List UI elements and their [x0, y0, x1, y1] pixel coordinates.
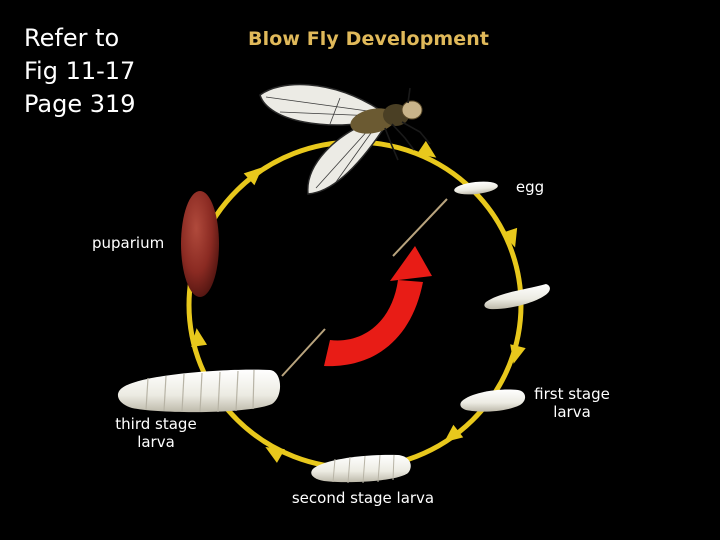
- first-stage-larva-illustration: [460, 389, 526, 412]
- reference-note: Refer to Fig 11-17 Page 319: [24, 22, 164, 121]
- ring-arrowhead-bottom-left: [265, 447, 285, 463]
- direction-arrow: [324, 246, 432, 367]
- adult-fly-illustration: [259, 83, 431, 195]
- label-first-stage-line-1: first stage: [534, 385, 610, 403]
- third-stage-larva-illustration: [117, 369, 281, 413]
- second-stage-larva-illustration: [311, 454, 411, 484]
- egg-illustration: [454, 181, 498, 195]
- label-third-stage-line-2: larva: [137, 433, 175, 451]
- reference-line-3: Page 319: [24, 90, 136, 118]
- label-third-stage-line-1: third stage: [115, 415, 197, 433]
- reference-line-1: Refer to: [24, 24, 120, 52]
- pointer-line-third-stage: [281, 328, 326, 377]
- label-first-stage-larva: first stage larva: [526, 385, 618, 421]
- ring-arrowhead-top: [416, 140, 437, 158]
- label-third-stage-larva: third stage larva: [106, 415, 206, 451]
- pointer-line-egg: [392, 198, 448, 257]
- ring-arrowhead-right-lower: [510, 344, 526, 364]
- ring-arrowhead-right-upper: [501, 227, 518, 248]
- label-puparium: puparium: [92, 234, 165, 252]
- diagram-title: Blow Fly Development: [248, 28, 490, 50]
- puparium-illustration: [181, 191, 219, 297]
- ring-arrowheads: [191, 140, 526, 463]
- label-first-stage-line-2: larva: [553, 403, 591, 421]
- label-second-stage-larva: second stage larva: [291, 489, 435, 507]
- early-larva-illustration: [484, 284, 550, 310]
- label-egg: egg: [515, 178, 545, 196]
- ring-arrowhead-bottom-right: [444, 424, 464, 443]
- ring-arrowhead-left-lower: [191, 328, 208, 348]
- reference-line-2: Fig 11-17: [24, 57, 136, 85]
- ring-arrowhead-left-upper: [243, 167, 263, 186]
